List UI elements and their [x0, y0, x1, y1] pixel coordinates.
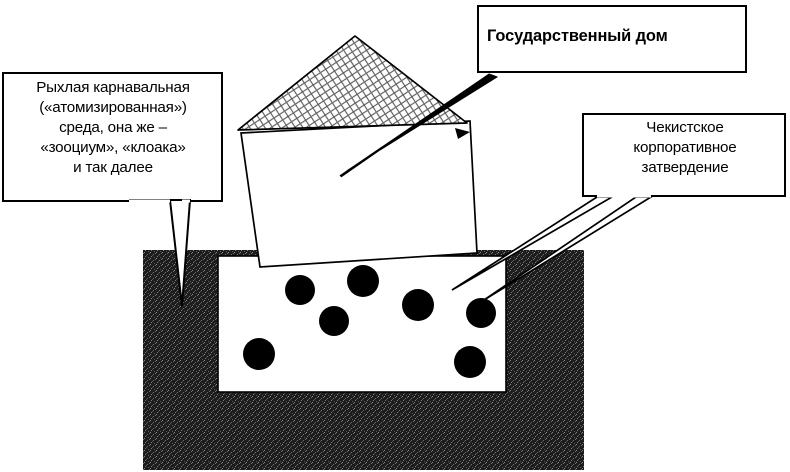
callout-top[interactable]: [339, 5, 747, 178]
particle-group: [243, 265, 496, 378]
tilted-house-body: [240, 120, 478, 268]
black-particle: [402, 289, 434, 321]
black-particle: [466, 298, 496, 328]
callout-right[interactable]: [451, 113, 786, 301]
callout-left[interactable]: [2, 72, 223, 307]
hatched-triangular-roof: [237, 35, 468, 131]
black-particle: [347, 265, 379, 297]
black-particle: [319, 306, 349, 336]
black-particle: [454, 346, 486, 378]
black-particle: [243, 338, 275, 370]
black-particle: [285, 275, 315, 305]
